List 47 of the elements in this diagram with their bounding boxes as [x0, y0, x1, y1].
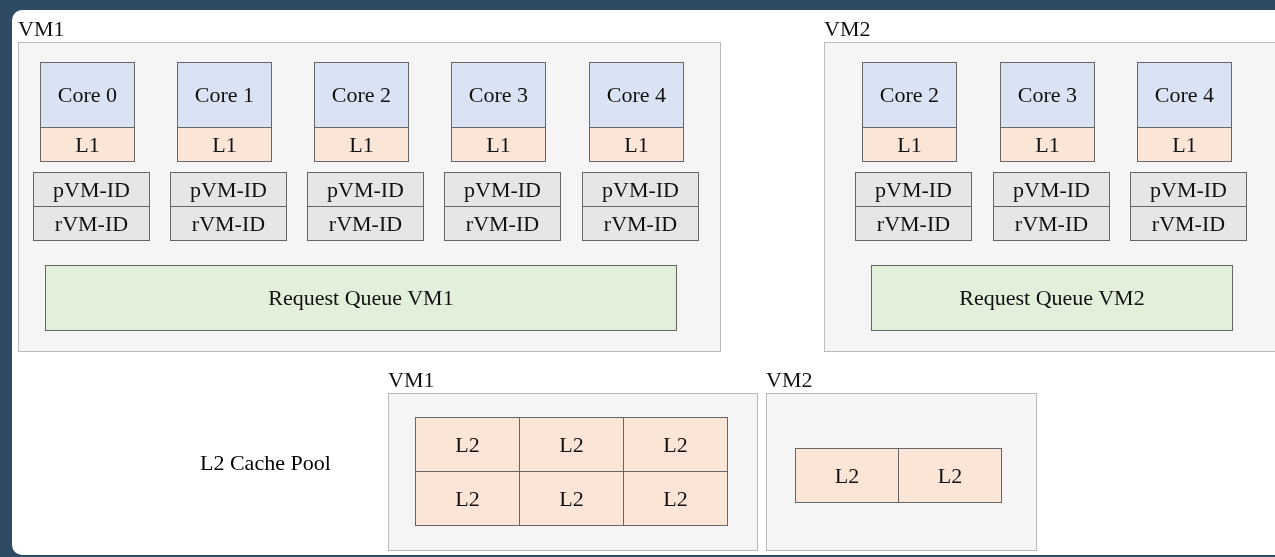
cache-box: L2 — [795, 448, 899, 503]
id-register-box: rVM-ID — [170, 206, 287, 241]
id-register-box: pVM-ID — [170, 172, 287, 207]
id-register-box: pVM-ID — [855, 172, 972, 207]
cache-box: L1 — [1000, 127, 1095, 162]
core-box: Core 0 — [40, 62, 135, 128]
cache-box: L1 — [40, 127, 135, 162]
cache-box: L1 — [314, 127, 409, 162]
id-register-box: rVM-ID — [33, 206, 150, 241]
cache-box: L2 — [898, 448, 1002, 503]
id-register-box: pVM-ID — [33, 172, 150, 207]
cache-box: L1 — [451, 127, 546, 162]
group-heading: VM1 — [18, 16, 65, 42]
pool-label: L2 Cache Pool — [200, 450, 331, 476]
id-register-box: rVM-ID — [444, 206, 561, 241]
core-box: Core 2 — [862, 62, 957, 128]
core-box: Core 4 — [1137, 62, 1232, 128]
id-register-box: pVM-ID — [1130, 172, 1247, 207]
core-box: Core 1 — [177, 62, 272, 128]
cache-box: L1 — [589, 127, 684, 162]
id-register-box: pVM-ID — [582, 172, 699, 207]
id-register-box: rVM-ID — [993, 206, 1110, 241]
id-register-box: rVM-ID — [1130, 206, 1247, 241]
cache-box: L2 — [519, 471, 624, 526]
group-heading: VM2 — [766, 367, 813, 393]
cache-box: L2 — [415, 417, 520, 472]
request-queue-box: Request Queue VM2 — [871, 265, 1233, 331]
cache-box: L2 — [519, 417, 624, 472]
core-box: Core 3 — [451, 62, 546, 128]
cache-box: L1 — [862, 127, 957, 162]
core-box: Core 4 — [589, 62, 684, 128]
cache-box: L1 — [177, 127, 272, 162]
id-register-box: rVM-ID — [307, 206, 424, 241]
request-queue-box: Request Queue VM1 — [45, 265, 677, 331]
id-register-box: pVM-ID — [993, 172, 1110, 207]
core-box: Core 3 — [1000, 62, 1095, 128]
cache-box: L2 — [623, 471, 728, 526]
group-heading: VM2 — [824, 16, 871, 42]
cache-box: L2 — [623, 417, 728, 472]
id-register-box: rVM-ID — [855, 206, 972, 241]
id-register-box: pVM-ID — [444, 172, 561, 207]
core-box: Core 2 — [314, 62, 409, 128]
id-register-box: pVM-ID — [307, 172, 424, 207]
cache-box: L1 — [1137, 127, 1232, 162]
group-heading: VM1 — [388, 367, 435, 393]
id-register-box: rVM-ID — [582, 206, 699, 241]
cache-box: L2 — [415, 471, 520, 526]
